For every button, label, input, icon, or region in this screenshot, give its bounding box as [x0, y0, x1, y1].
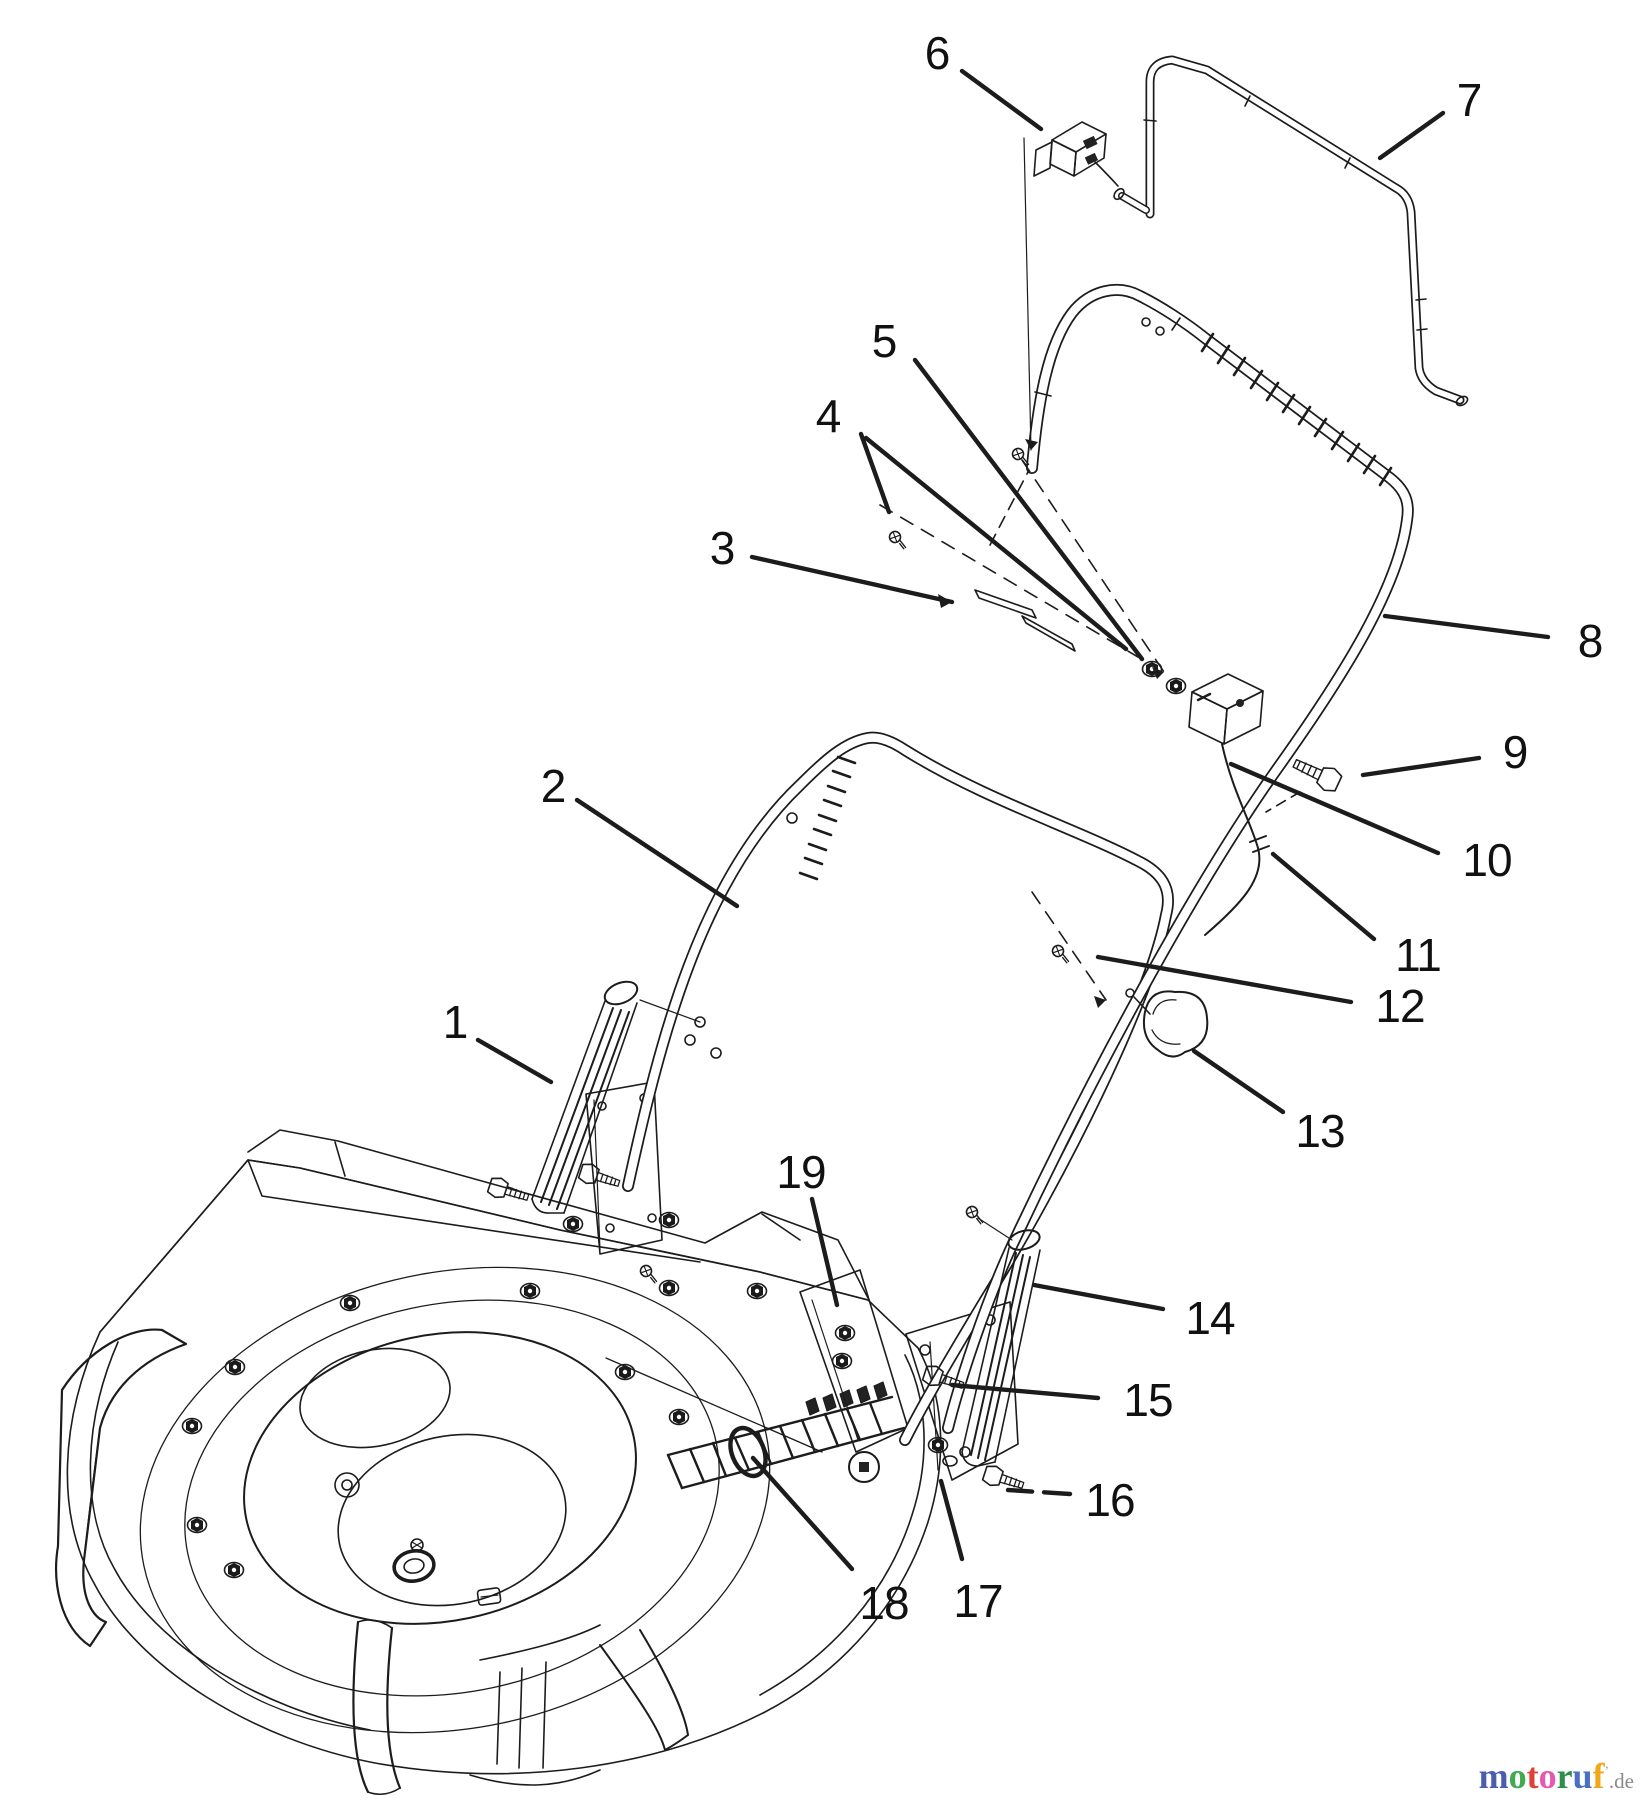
callout-1: 1 [442, 996, 469, 1048]
pull-ring [392, 1549, 436, 1583]
deck-left-flap [55, 1328, 188, 1648]
blade-housing [243, 1331, 637, 1625]
deck-nuts [181, 1211, 958, 1579]
pivot-wheel [848, 1451, 880, 1483]
leader-11 [1270, 851, 1377, 942]
callout-17: 17 [953, 1575, 1003, 1627]
control-cable [1113, 55, 1469, 407]
deck-louvers [805, 1381, 888, 1416]
grip-hatch [1200, 332, 1393, 487]
logo-suffix: .de [1608, 1769, 1634, 1793]
cable-clamp-housing [1188, 673, 1270, 936]
leader-5 [912, 357, 1145, 662]
logo-letter: t [1526, 1756, 1539, 1796]
leader-8 [1382, 613, 1551, 640]
leader-4b [863, 435, 1129, 652]
deck-rear-panel [99, 1159, 869, 1333]
callout-6: 6 [924, 27, 951, 79]
callout-5: 5 [871, 315, 898, 367]
callout-18: 18 [859, 1577, 909, 1629]
switch-projection-line [1023, 137, 1032, 451]
logo-letter: u [1572, 1756, 1593, 1796]
callout-2: 2 [540, 760, 567, 812]
leader-6 [959, 68, 1044, 132]
handle-sleeve-hatch [798, 755, 857, 881]
leader-12 [1095, 954, 1354, 1005]
leader-17 [938, 1478, 965, 1562]
bolt-9 [1292, 758, 1343, 792]
leader-3 [749, 554, 955, 605]
callout-3: 3 [709, 522, 736, 574]
motoruf-logo[interactable]: motoruf’.de [1479, 1758, 1634, 1794]
callout-12: 12 [1375, 980, 1425, 1032]
mount-nuts-4-5 [1141, 660, 1187, 695]
logo-letter: o [1508, 1756, 1527, 1796]
hex-bolts [485, 1160, 1027, 1496]
callout-15: 15 [1123, 1374, 1173, 1426]
projection-lines [879, 459, 1301, 1001]
grommet-oval [728, 1425, 768, 1479]
leader-2 [574, 797, 740, 909]
mower-deck [55, 1129, 942, 1796]
deck-outline [66, 1159, 942, 1775]
callout-14: 14 [1185, 1292, 1235, 1344]
leader-14 [1031, 1282, 1166, 1312]
leader-19 [809, 1196, 840, 1308]
leader-18 [750, 1455, 855, 1572]
callout-19: 19 [776, 1146, 826, 1198]
leader-1 [475, 1037, 554, 1085]
pin-3 [974, 589, 1076, 652]
wire [1204, 743, 1261, 936]
support-strap-1 [531, 980, 701, 1214]
ignition-switch [1023, 121, 1119, 451]
callout-16: 16 [1085, 1474, 1135, 1526]
leader-13 [1191, 1048, 1286, 1115]
callout-10: 10 [1462, 834, 1512, 886]
deck-front-trim [352, 1619, 689, 1796]
logo-letter: o [1538, 1756, 1557, 1796]
leader-4a [858, 431, 892, 515]
handle-knob [1125, 988, 1209, 1058]
callout-13: 13 [1295, 1105, 1345, 1157]
leader-10 [1228, 761, 1441, 856]
leader-7 [1377, 110, 1446, 161]
callout-4: 4 [815, 390, 842, 442]
callout-8: 8 [1577, 615, 1604, 667]
callout-11: 11 [1395, 929, 1442, 981]
logo-letter: r [1556, 1756, 1573, 1796]
callout-7: 7 [1456, 74, 1483, 126]
logo-letter: f [1592, 1756, 1605, 1796]
hub-circle [299, 1347, 451, 1449]
callout-leader-lines [475, 68, 1551, 1572]
leader-16 [1005, 1487, 1073, 1497]
leader-9 [1360, 755, 1482, 778]
logo-mark: ’ [1604, 1763, 1609, 1778]
callout-9: 9 [1502, 726, 1529, 778]
left-bracket-plate [585, 1081, 663, 1255]
leader-15 [949, 1382, 1101, 1401]
small-screws [637, 445, 1074, 1285]
logo-letter: m [1478, 1756, 1509, 1796]
upper-handle-tube [942, 284, 1414, 1434]
